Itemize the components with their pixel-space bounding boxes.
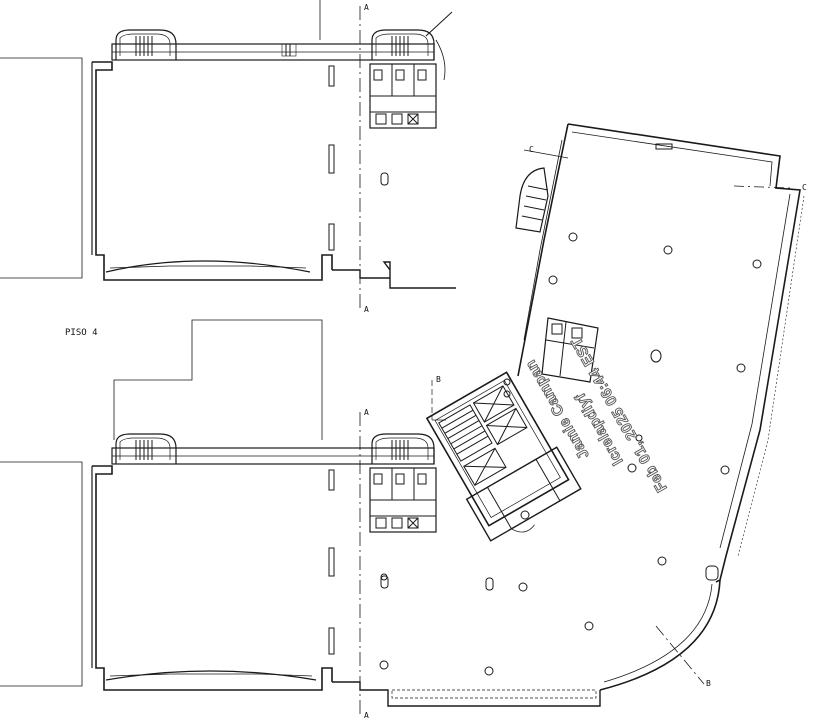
lower-floor-plan xyxy=(0,319,667,714)
section-mark-a-lower-bottom: A xyxy=(364,711,369,720)
section-mark-a-upper-bottom: A xyxy=(364,305,369,314)
section-mark-b-bottom: B xyxy=(706,679,711,688)
upper-floor-plan xyxy=(0,0,456,308)
angled-tower-wing xyxy=(515,123,805,691)
floor-label: PISO 4 xyxy=(65,328,98,338)
central-lift-core xyxy=(425,371,582,542)
section-mark-c-right: C xyxy=(802,183,807,192)
section-mark-b-top: B xyxy=(436,375,441,384)
section-mark-c-left: C xyxy=(529,145,534,154)
section-mark-a-top: A xyxy=(364,3,369,12)
section-mark-a-lower-top: A xyxy=(364,408,369,417)
